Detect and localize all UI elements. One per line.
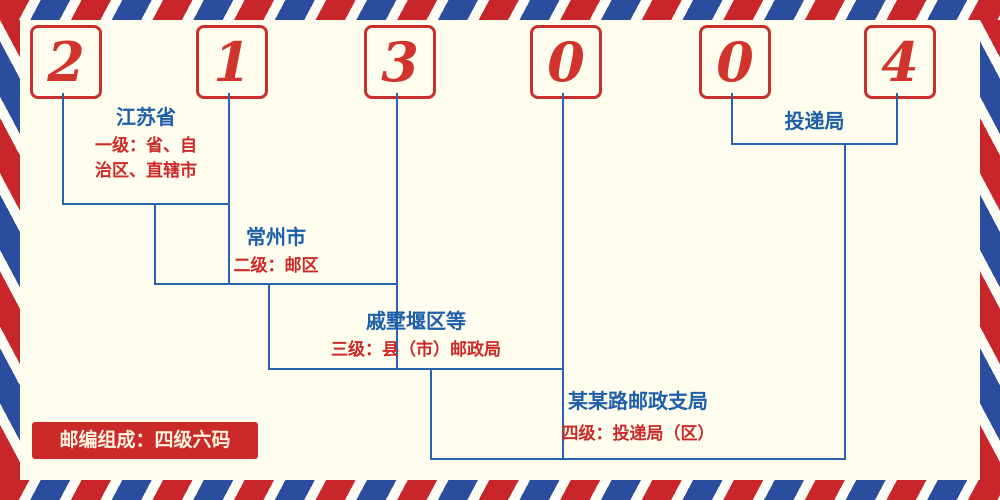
level2-desc: 二级：邮区 <box>233 256 319 276</box>
line-level1-to-level2 <box>154 203 156 285</box>
line-level3-shelf <box>268 368 564 370</box>
line-digit2-drop <box>228 93 230 285</box>
delivery-office-label-group: 投递局 <box>731 110 898 132</box>
line-digit3-drop <box>396 93 398 370</box>
level4-desc: 四级：投递局（区） <box>561 424 715 444</box>
airmail-border-top <box>0 0 1000 20</box>
line-level2-to-level3 <box>268 283 270 370</box>
level1-name: 江苏省 <box>116 105 176 129</box>
line-digit1-drop <box>62 93 64 205</box>
digit-box-4: 0 <box>530 25 602 99</box>
line-level1-shelf <box>62 203 230 205</box>
line-level3-to-level4 <box>430 368 432 460</box>
line-digit6-drop <box>896 93 898 145</box>
composition-badge: 邮编组成：四级六码 <box>32 422 258 459</box>
digit-box-5: 0 <box>699 25 771 99</box>
line-delivery-riser <box>844 145 846 460</box>
level4-name: 某某路邮政支局 <box>568 389 708 413</box>
level3-name: 戚墅堰区等 <box>366 309 466 333</box>
line-delivery-bracket <box>731 143 898 145</box>
airmail-border-bottom <box>0 480 1000 500</box>
digit-box-6: 4 <box>864 25 936 99</box>
digit-box-1: 2 <box>30 25 102 99</box>
line-digit5-drop <box>731 93 733 145</box>
level3-desc: 三级：县（市）邮政局 <box>331 340 501 360</box>
airmail-border-right <box>980 20 1000 480</box>
digit-2: 1 <box>213 30 251 94</box>
level2-label-group: 常州市 二级：邮区 <box>154 226 398 279</box>
digit-box-2: 1 <box>196 25 268 99</box>
airmail-border-left <box>0 20 20 480</box>
level1-label-group: 江苏省 一级：省、自治区、直辖市 <box>62 106 230 183</box>
digit-5: 0 <box>716 30 754 94</box>
line-digit4-drop <box>562 93 564 460</box>
level3-label-group: 戚墅堰区等 三级：县（市）邮政局 <box>268 310 564 363</box>
delivery-office-name: 投递局 <box>784 109 845 133</box>
digit-6: 4 <box>881 30 919 94</box>
line-level2-shelf <box>154 283 398 285</box>
level1-desc: 一级：省、自治区、直辖市 <box>95 136 197 181</box>
level4-label-group: 某某路邮政支局 四级：投递局（区） <box>430 390 846 447</box>
line-level4-shelf <box>430 458 846 460</box>
digit-3: 3 <box>381 30 419 94</box>
digit-4: 0 <box>547 30 585 94</box>
digit-1: 2 <box>47 30 85 94</box>
digit-box-3: 3 <box>364 25 436 99</box>
level2-name: 常州市 <box>246 225 306 249</box>
